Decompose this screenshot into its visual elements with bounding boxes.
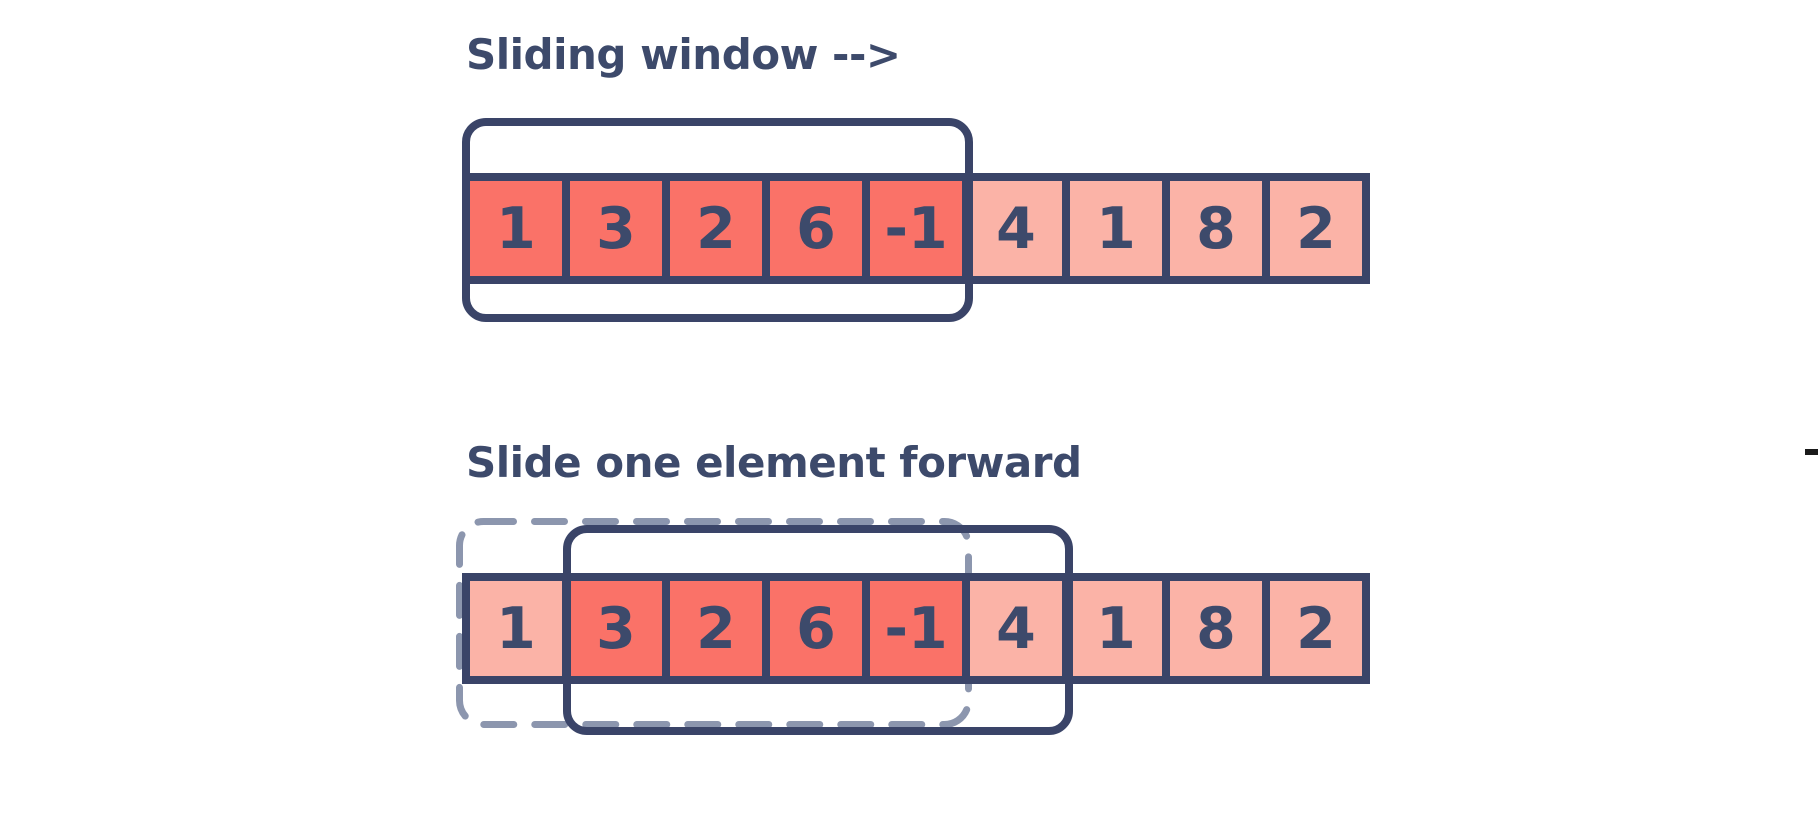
array-cell: 1	[1062, 573, 1170, 684]
array-cell: 2	[1262, 573, 1370, 684]
array-cell: 6	[762, 573, 870, 684]
array-cell: 3	[562, 573, 670, 684]
array-cell: 3	[562, 173, 670, 284]
array-cell: 8	[1162, 173, 1270, 284]
array-cell: 1	[1062, 173, 1170, 284]
array-cell: 1	[462, 173, 570, 284]
diagram1-title: Sliding window -->	[466, 30, 901, 79]
diagram2-title: Slide one element forward	[466, 438, 1082, 487]
array-cell: 2	[662, 173, 770, 284]
array-cell: 8	[1162, 573, 1270, 684]
array-cell: 4	[962, 173, 1070, 284]
array-cell: -1	[862, 173, 970, 284]
right-edge-tick	[1805, 449, 1818, 455]
array-cell: 1	[462, 573, 570, 684]
array-cell: 4	[962, 573, 1070, 684]
array-cell: -1	[862, 573, 970, 684]
array-cell: 2	[1262, 173, 1370, 284]
array-cell: 6	[762, 173, 870, 284]
array-cell: 2	[662, 573, 770, 684]
